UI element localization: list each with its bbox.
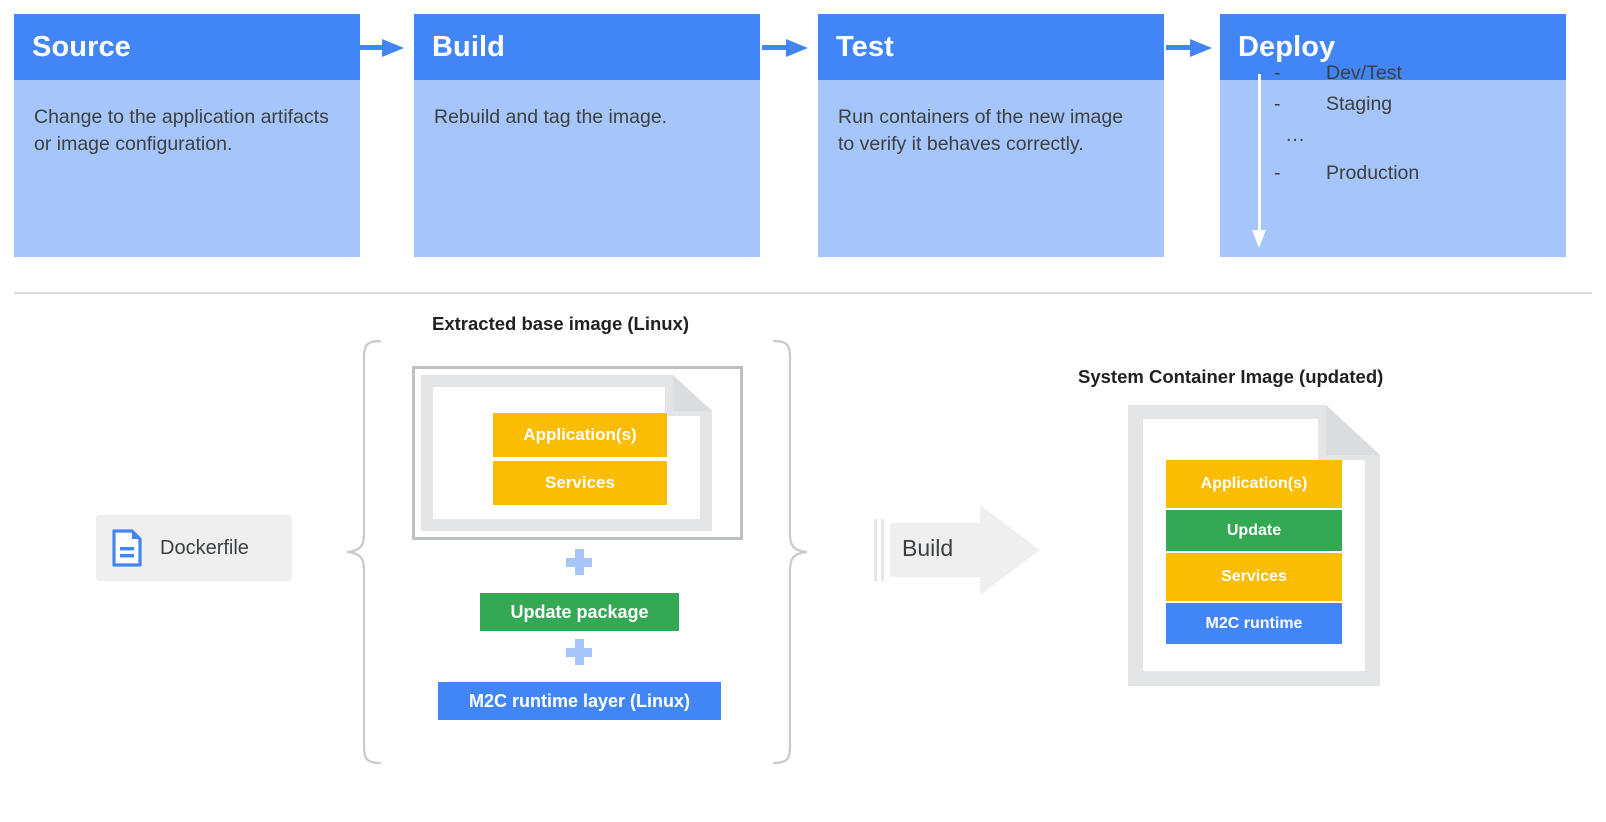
pipeline-card-test: Test Run containers of the new image to …: [818, 14, 1164, 257]
dockerfile-label: Dockerfile: [160, 536, 249, 559]
deploy-progression-arrow-icon: [1252, 74, 1266, 252]
list-marker: -: [1274, 62, 1281, 84]
layer-bar-label: Update package: [510, 601, 649, 622]
deploy-environment-list: - Dev/Test - Staging ... - Production: [1274, 62, 1419, 193]
connector-arrow-test-to-deploy: [1166, 39, 1212, 57]
list-item: - Staging: [1274, 93, 1419, 124]
pipeline-card-test-body: Run containers of the new image to verif…: [838, 106, 1124, 155]
arrow-right-icon: [1190, 39, 1212, 57]
pipeline-card-deploy-header: Deploy: [1220, 14, 1566, 80]
system-container-image-document: Application(s) Update Services M2C runti…: [1128, 405, 1380, 686]
pipeline-card-source-header: Source: [14, 14, 360, 80]
right-curly-brace: [772, 339, 808, 765]
output-layer-bar-m2c-runtime: M2C runtime: [1166, 603, 1342, 644]
list-item-label: Staging: [1326, 93, 1393, 115]
output-layer-bar-applications: Application(s): [1166, 460, 1342, 508]
dockerfile-chip: Dockerfile: [96, 515, 292, 581]
connector-arrow-build-to-test: [762, 39, 808, 57]
plus-vertical: [575, 639, 584, 665]
plus-vertical: [575, 549, 584, 575]
list-item: - Production: [1274, 162, 1419, 193]
layer-bar-services: Services: [493, 461, 667, 505]
list-marker: -: [1274, 162, 1281, 184]
pipeline-card-deploy: Deploy - Dev/Test - Staging ... - Produc…: [1220, 14, 1566, 257]
extracted-base-image-box: Application(s) Services: [412, 366, 743, 540]
list-item-label: Dev/Test: [1326, 62, 1402, 84]
layer-bar-update-package: Update package: [480, 593, 679, 631]
layer-bar-label: Application(s): [1200, 475, 1308, 492]
list-item-ellipsis: ...: [1286, 124, 1306, 146]
left-curly-brace: [346, 339, 382, 765]
output-container-image-label: System Container Image (updated): [1078, 366, 1384, 387]
list-marker: -: [1274, 93, 1281, 115]
arrow-right-icon: [980, 505, 1040, 595]
plus-icon-2: [566, 639, 592, 665]
deploy-arrow-shaft: [1258, 74, 1261, 234]
layer-bar-label: Services: [1221, 568, 1287, 585]
connector-arrow-source-to-build: [358, 39, 404, 57]
layer-bar-label: M2C runtime layer (Linux): [468, 690, 691, 711]
output-layer-bar-update: Update: [1166, 510, 1342, 551]
list-item-label: Production: [1326, 162, 1420, 184]
pipeline-card-test-title: Test: [836, 30, 894, 63]
plus-icon-1: [566, 549, 592, 575]
build-arrow-tick-1: [874, 519, 877, 581]
pipeline-card-build: Build Rebuild and tag the image.: [414, 14, 760, 257]
connector-shaft: [762, 45, 790, 50]
pipeline-card-test-header: Test: [818, 14, 1164, 80]
connector-shaft: [1166, 45, 1194, 50]
output-layer-bar-services: Services: [1166, 553, 1342, 601]
layer-bar-m2c-runtime-layer: M2C runtime layer (Linux): [438, 682, 721, 720]
arrow-down-icon: [1252, 230, 1266, 248]
build-arrow-label: Build: [902, 535, 954, 561]
pipeline-card-source-body: Change to the application artifacts or i…: [34, 106, 329, 155]
layer-bar-label: Update: [1226, 521, 1282, 539]
pipeline-card-source: Source Change to the application artifac…: [14, 14, 360, 257]
arrow-right-icon: [382, 39, 404, 57]
arrow-right-icon: [786, 39, 808, 57]
pipeline-card-build-title: Build: [432, 30, 505, 63]
layer-bar-label: Application(s): [523, 425, 637, 444]
extracted-base-image-label: Extracted base image (Linux): [432, 313, 690, 334]
pipeline-card-deploy-title: Deploy: [1238, 30, 1336, 63]
connector-shaft: [358, 45, 386, 50]
pipeline-card-build-body: Rebuild and tag the image.: [434, 106, 668, 128]
layer-bar-applications: Application(s): [493, 413, 667, 457]
section-divider: [14, 292, 1592, 294]
build-arrow: Build: [874, 505, 1040, 595]
pipeline-card-build-header: Build: [414, 14, 760, 80]
layer-bar-label: Services: [545, 473, 615, 492]
document-icon: [112, 529, 142, 567]
layer-bar-label: M2C runtime: [1205, 614, 1303, 632]
build-arrow-body: [890, 523, 982, 577]
list-item: - Dev/Test: [1274, 62, 1419, 93]
build-arrow-tick-2: [881, 519, 884, 581]
pipeline-card-source-title: Source: [32, 30, 131, 63]
